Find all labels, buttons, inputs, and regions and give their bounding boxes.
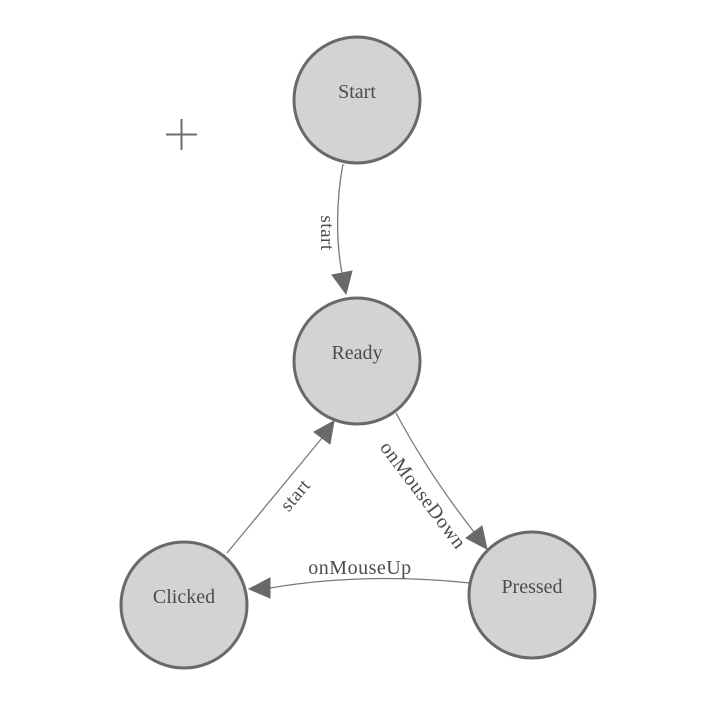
edge-label-start-to-ready: start <box>316 215 337 250</box>
arrowhead-icon <box>465 525 488 550</box>
edge-pressed-to-clicked[interactable]: onMouseUp <box>247 557 471 599</box>
arrowhead-icon <box>331 270 353 296</box>
edge-clicked-to-ready[interactable]: start <box>226 420 335 554</box>
edge-line[interactable] <box>226 437 323 554</box>
node-clicked-label: Clicked <box>153 586 215 608</box>
edge-ready-to-pressed[interactable]: onMouseDown <box>375 412 488 553</box>
edge-line[interactable] <box>269 577 471 589</box>
node-ready[interactable]: Ready <box>292 296 422 426</box>
edge-line[interactable] <box>336 163 344 274</box>
node-ready-circle[interactable] <box>292 296 422 426</box>
edge-label-pressed-to-clicked: onMouseUp <box>308 557 411 579</box>
node-clicked-circle[interactable] <box>119 540 249 670</box>
node-start-circle[interactable] <box>292 35 422 165</box>
arrowhead-icon <box>313 420 335 445</box>
crosshair-plus-icon <box>166 119 197 150</box>
node-ready-label: Ready <box>331 342 382 364</box>
arrowhead-icon <box>247 577 271 599</box>
node-pressed-label: Pressed <box>501 576 562 598</box>
edge-line[interactable] <box>395 412 475 533</box>
edge-label-clicked-to-ready: start <box>276 475 315 516</box>
node-start-label: Start <box>338 81 376 103</box>
node-pressed[interactable]: Pressed <box>467 530 597 660</box>
edge-start-to-ready[interactable]: start <box>316 163 353 296</box>
edge-label-ready-to-pressed: onMouseDown <box>375 437 470 553</box>
node-start[interactable]: Start <box>292 35 422 165</box>
node-clicked[interactable]: Clicked <box>119 540 249 670</box>
node-pressed-circle[interactable] <box>467 530 597 660</box>
